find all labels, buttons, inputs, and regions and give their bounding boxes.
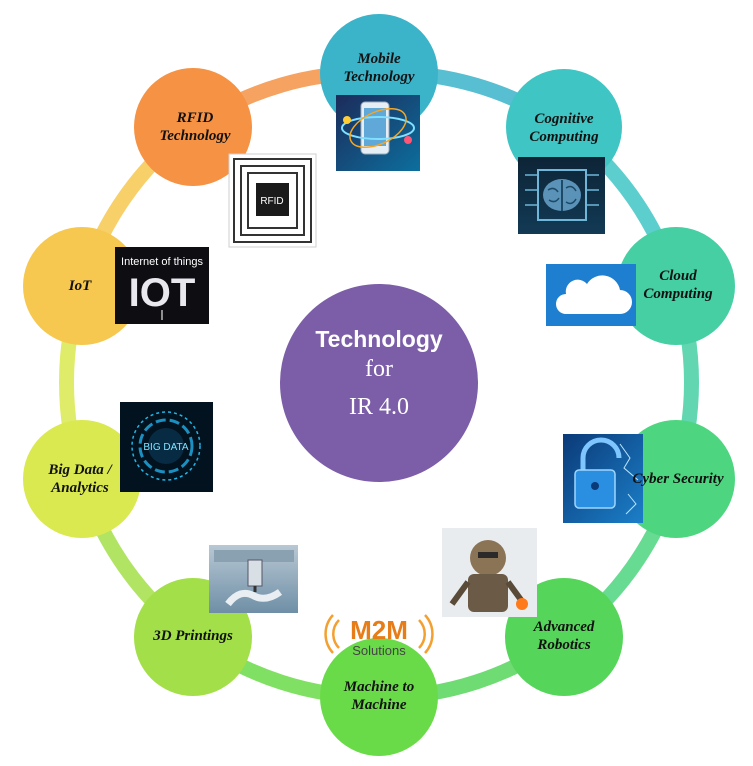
node-circle-cognitive xyxy=(506,69,622,185)
node-circle-bigdata xyxy=(23,420,141,538)
cloud-image xyxy=(546,264,636,326)
center-subtitle-ir: IR 4.0 xyxy=(349,394,409,420)
center-circle xyxy=(280,284,478,482)
m2m-logo-text: M2M xyxy=(350,615,408,645)
brain-chip-image xyxy=(518,157,605,234)
big-data-image-text: BIG DATA xyxy=(143,442,189,453)
3d-printer-image xyxy=(209,545,298,613)
m2m-logo: M2M Solutions xyxy=(324,614,434,658)
node-circle-rfid xyxy=(134,68,252,186)
node-circle-iot xyxy=(23,227,141,345)
iot-image: Internet of things IOT xyxy=(115,247,209,324)
mobile-technology-image xyxy=(336,95,420,171)
iot-image-text: IOT xyxy=(129,271,196,315)
node-circle-cloud xyxy=(617,227,735,345)
center-subtitle-for: for xyxy=(365,356,393,382)
rfid-chip-text: RFID xyxy=(260,196,283,207)
node-circle-cyber xyxy=(617,420,735,538)
big-data-image: BIG DATA xyxy=(120,402,213,492)
rfid-chip-image: RFID xyxy=(228,153,317,248)
iot-image-subtext: Internet of things xyxy=(121,256,203,268)
center-title: Technology xyxy=(315,326,443,352)
padlock-image xyxy=(563,434,643,523)
node-circle-m2m xyxy=(320,638,438,756)
robot-image xyxy=(442,528,537,617)
m2m-logo-subtext: Solutions xyxy=(352,643,406,658)
